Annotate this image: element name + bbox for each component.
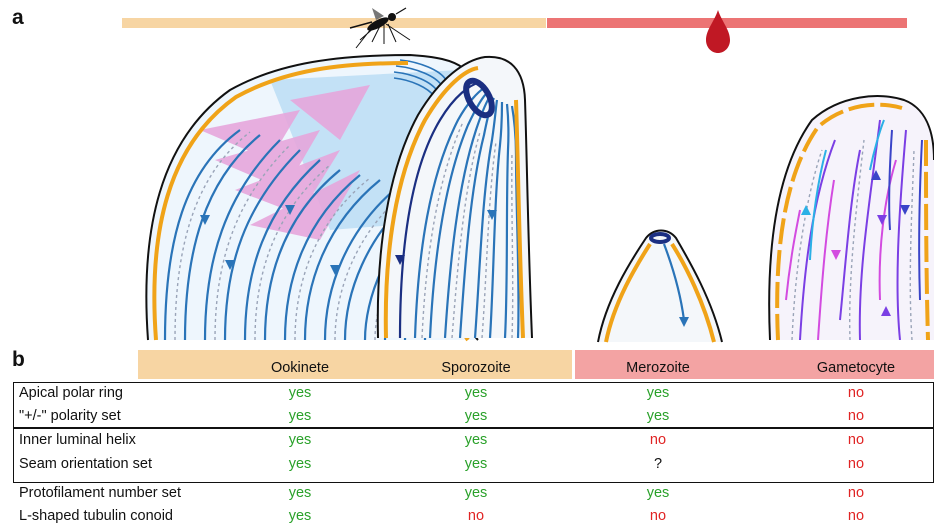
table-cell: no bbox=[816, 508, 896, 524]
table-cell: no bbox=[436, 508, 516, 524]
gametocyte-cell bbox=[769, 96, 934, 340]
column-header-gametocyte: Gametocyte bbox=[776, 360, 934, 376]
table-cell: yes bbox=[618, 408, 698, 424]
row-label: Seam orientation set bbox=[19, 456, 152, 472]
table-cell: yes bbox=[618, 385, 698, 401]
row-label: Apical polar ring bbox=[19, 385, 123, 401]
human-host-bar bbox=[547, 18, 907, 28]
table-cell: ? bbox=[618, 456, 698, 472]
table-cell: yes bbox=[436, 432, 516, 448]
table-cell: no bbox=[816, 385, 896, 401]
table-cell: no bbox=[816, 408, 896, 424]
table-cell: no bbox=[816, 456, 896, 472]
table-cell: yes bbox=[436, 408, 516, 424]
table-cell: yes bbox=[260, 485, 340, 501]
table-cell: yes bbox=[260, 385, 340, 401]
column-header-merozoite: Merozoite bbox=[578, 360, 738, 376]
merozoite-cell bbox=[598, 231, 722, 343]
table-cell: no bbox=[816, 432, 896, 448]
column-header-ookinete: Ookinete bbox=[220, 360, 380, 376]
table-cell: yes bbox=[436, 456, 516, 472]
table-cell: yes bbox=[260, 408, 340, 424]
table-cell: no bbox=[618, 432, 698, 448]
table-cell: yes bbox=[436, 485, 516, 501]
panel-label-b: b bbox=[12, 348, 25, 372]
row-label: Inner luminal helix bbox=[19, 432, 136, 448]
table-cell: no bbox=[618, 508, 698, 524]
blood-drop-icon bbox=[706, 10, 730, 53]
row-label: L-shaped tubulin conoid bbox=[19, 508, 173, 524]
column-header-sporozoite: Sporozoite bbox=[396, 360, 556, 376]
table-cell: yes bbox=[436, 385, 516, 401]
row-label: "+/-" polarity set bbox=[19, 408, 121, 424]
table-cell: no bbox=[816, 485, 896, 501]
table-cell: yes bbox=[260, 456, 340, 472]
parasite-stages-diagram bbox=[0, 0, 934, 350]
table-cell: yes bbox=[260, 432, 340, 448]
table-cell: yes bbox=[260, 508, 340, 524]
mosquito-host-bar bbox=[122, 18, 546, 28]
row-label: Protofilament number set bbox=[19, 485, 181, 501]
table-cell: yes bbox=[618, 485, 698, 501]
